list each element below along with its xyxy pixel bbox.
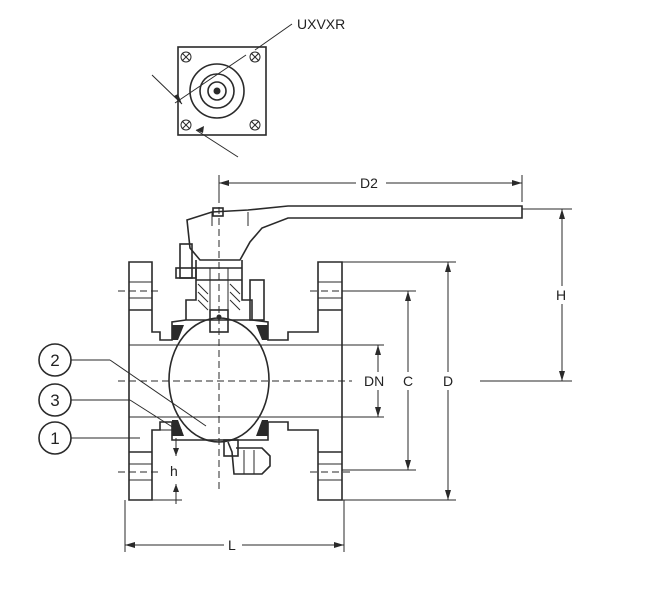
- seat-lower-left: [172, 420, 184, 436]
- dimension-h-small: h: [152, 429, 182, 504]
- mounting-pad-outline: [177, 46, 267, 136]
- pad-middle-ring: [199, 73, 235, 109]
- pad-outer-ring: [189, 63, 245, 119]
- callout-leader: [254, 23, 293, 51]
- dn-label: DN: [364, 373, 384, 389]
- top-pcd-line: [174, 54, 247, 104]
- d-label: D: [443, 373, 453, 389]
- seat-upper-right: [256, 325, 268, 340]
- stem-nut: [212, 207, 224, 217]
- dimension-d: D: [342, 261, 457, 501]
- dimension-h: H: [480, 208, 572, 382]
- handle-outline: [186, 205, 523, 261]
- drain-plug: [223, 439, 271, 475]
- dimension-c: C: [342, 290, 417, 471]
- h-label: H: [556, 287, 566, 303]
- l-label: L: [228, 537, 236, 553]
- seat-upper-left: [172, 325, 184, 340]
- top-view: UXVXR: [151, 16, 345, 158]
- bolt-holes: [180, 51, 261, 131]
- pad-inner-ring: [207, 81, 227, 101]
- part-2-number: 2: [50, 351, 59, 370]
- top-diagonal-left: [151, 74, 183, 105]
- c-label: C: [403, 373, 413, 389]
- seat-lower-right: [256, 420, 268, 436]
- dimension-d2: D2: [218, 174, 523, 202]
- ball: [168, 317, 270, 443]
- dimension-dn: DN: [342, 344, 392, 418]
- ball-outline: [168, 317, 270, 443]
- bonnet: [185, 260, 265, 333]
- part-1-number: 1: [50, 429, 59, 448]
- d2-label: D2: [360, 175, 378, 191]
- dimension-l: L: [124, 500, 345, 554]
- top-view-callout-label: UXVXR: [297, 16, 345, 32]
- stem-center: [213, 87, 221, 95]
- part-balloons: 2 3 1: [38, 343, 207, 455]
- top-diagonal-right: [195, 129, 239, 158]
- part-3-number: 3: [50, 391, 59, 410]
- h-small-label: h: [170, 463, 178, 479]
